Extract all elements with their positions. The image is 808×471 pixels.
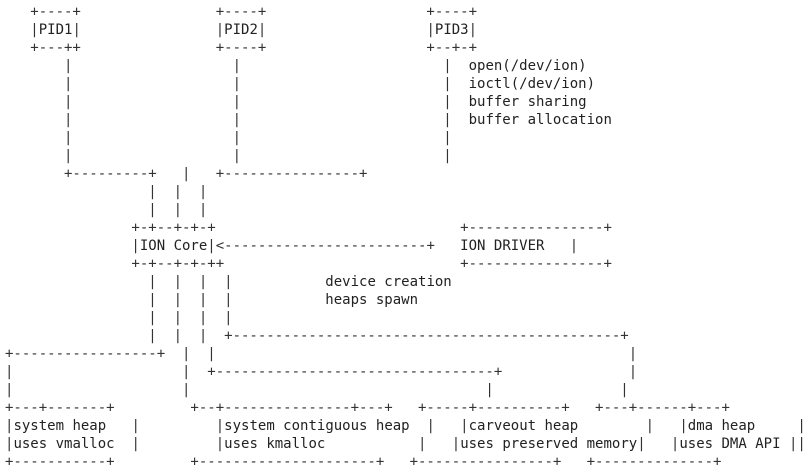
operation-heaps-spawn: heaps spawn [325,292,419,308]
heap-detail-carveout: uses preserved memory [460,436,638,452]
pid2-label: PID2 [224,22,258,38]
pid1-label: PID1 [38,22,73,38]
operation-buffer-allocation: buffer allocation [468,112,612,128]
operation-buffer-sharing: buffer sharing [468,94,587,110]
heap-detail-dma: uses DMA API [679,436,781,452]
heap-name-system: system heap [13,418,107,434]
pid3-label: PID3 [434,22,469,38]
heap-name-dma: dma heap [687,418,756,434]
ion-driver-label: ION DRIVER [460,238,545,254]
heap-detail-system: uses vmalloc [13,436,115,452]
ion-core-label: ION Core [139,238,208,254]
heap-detail-system-contiguous: uses kmalloc [224,436,326,452]
operation-device-creation: device creation [325,274,452,290]
heap-name-system-contiguous: system contiguous heap [224,418,410,434]
heap-name-carveout: carveout heap [468,418,579,434]
ascii-diagram: +----+ +----+ +----+ |PID1| |PID2| |PID3… [5,4,806,470]
operation-open: open(/dev/ion) [468,58,587,74]
operation-ioctl: ioctl(/dev/ion) [468,76,596,92]
